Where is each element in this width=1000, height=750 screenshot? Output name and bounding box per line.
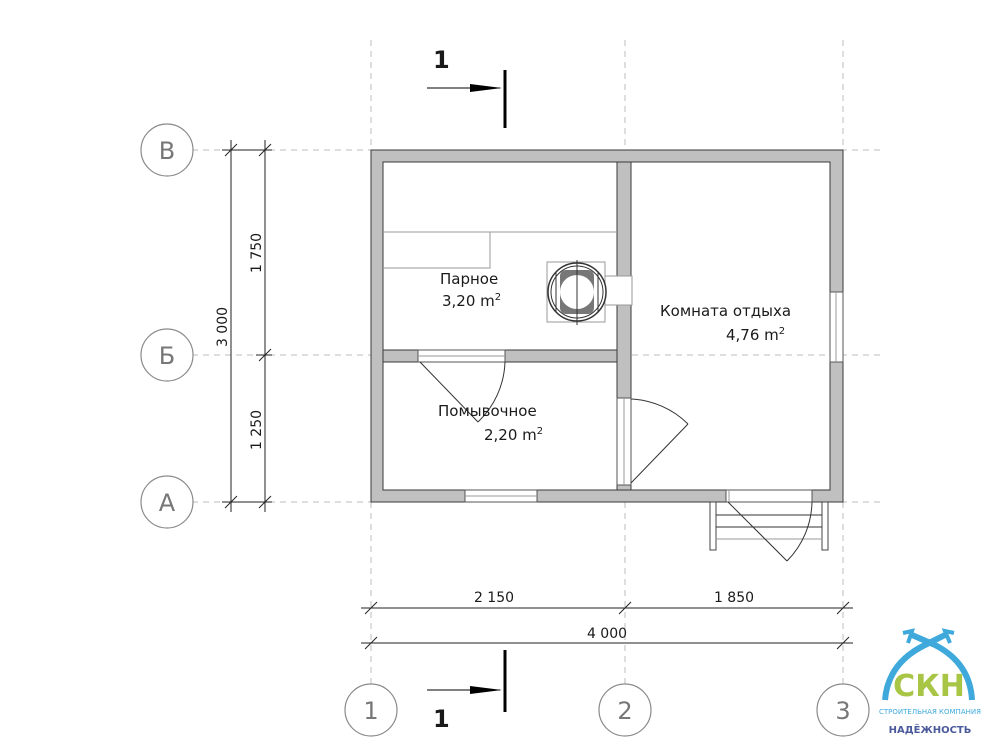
- grid-bubble-col-3: 3: [816, 683, 870, 737]
- dim-total-vertical: 3 000: [215, 307, 231, 347]
- svg-text:1: 1: [433, 46, 450, 74]
- logo-name: НАДЁЖНОСТЬ: [889, 722, 972, 736]
- vertical-dimensions: [222, 140, 272, 512]
- sauna-bench: [383, 231, 617, 269]
- room-name-parnoe: Парное: [440, 270, 498, 288]
- dim-lower: 1 250: [249, 410, 265, 450]
- stove-icon: [546, 260, 633, 325]
- dim-total-horizontal: 4 000: [587, 626, 627, 642]
- room-name-pomyvochnoe: Помывочное: [438, 402, 537, 420]
- svg-text:2: 2: [617, 697, 632, 725]
- logo-letters: СКН: [893, 669, 965, 704]
- room-area-komnata-otdykha: 4,76 m2: [726, 326, 785, 344]
- svg-text:В: В: [159, 137, 175, 165]
- room-area-parnoe: 3,20 m2: [442, 292, 501, 310]
- grid-bubble-col-1: 1: [344, 683, 398, 737]
- grid-bubble-row-b: Б: [140, 328, 194, 382]
- grid-lines: [192, 40, 880, 690]
- svg-text:Б: Б: [159, 342, 175, 370]
- company-logo: СКН СТРОИТЕЛЬНАЯ КОМПАНИЯ НАДЁЖНОСТЬ: [879, 628, 981, 736]
- section-mark-bottom: 1: [427, 650, 507, 733]
- entrance-door: [725, 489, 813, 503]
- dim-left: 2 150: [474, 590, 514, 606]
- openings: [417, 291, 844, 562]
- grid-bubble-row-a: А: [140, 475, 194, 529]
- dim-upper: 1 750: [249, 233, 265, 273]
- room-area-pomyvochnoe: 2,20 m2: [484, 426, 543, 444]
- grid-bubble-col-2: 2: [598, 683, 652, 737]
- svg-text:А: А: [159, 489, 176, 517]
- svg-text:3: 3: [835, 697, 850, 725]
- room-name-komnata-otdykha: Комната отдыха: [660, 302, 791, 320]
- logo-subtitle: СТРОИТЕЛЬНАЯ КОМПАНИЯ: [879, 708, 981, 716]
- grid-bubble-row-v: В: [140, 123, 194, 177]
- horizontal-dimensions: [361, 601, 853, 650]
- svg-text:1: 1: [363, 697, 378, 725]
- svg-text:1: 1: [433, 705, 450, 733]
- dim-right: 1 850: [714, 590, 754, 606]
- section-mark-top: 1: [427, 46, 507, 128]
